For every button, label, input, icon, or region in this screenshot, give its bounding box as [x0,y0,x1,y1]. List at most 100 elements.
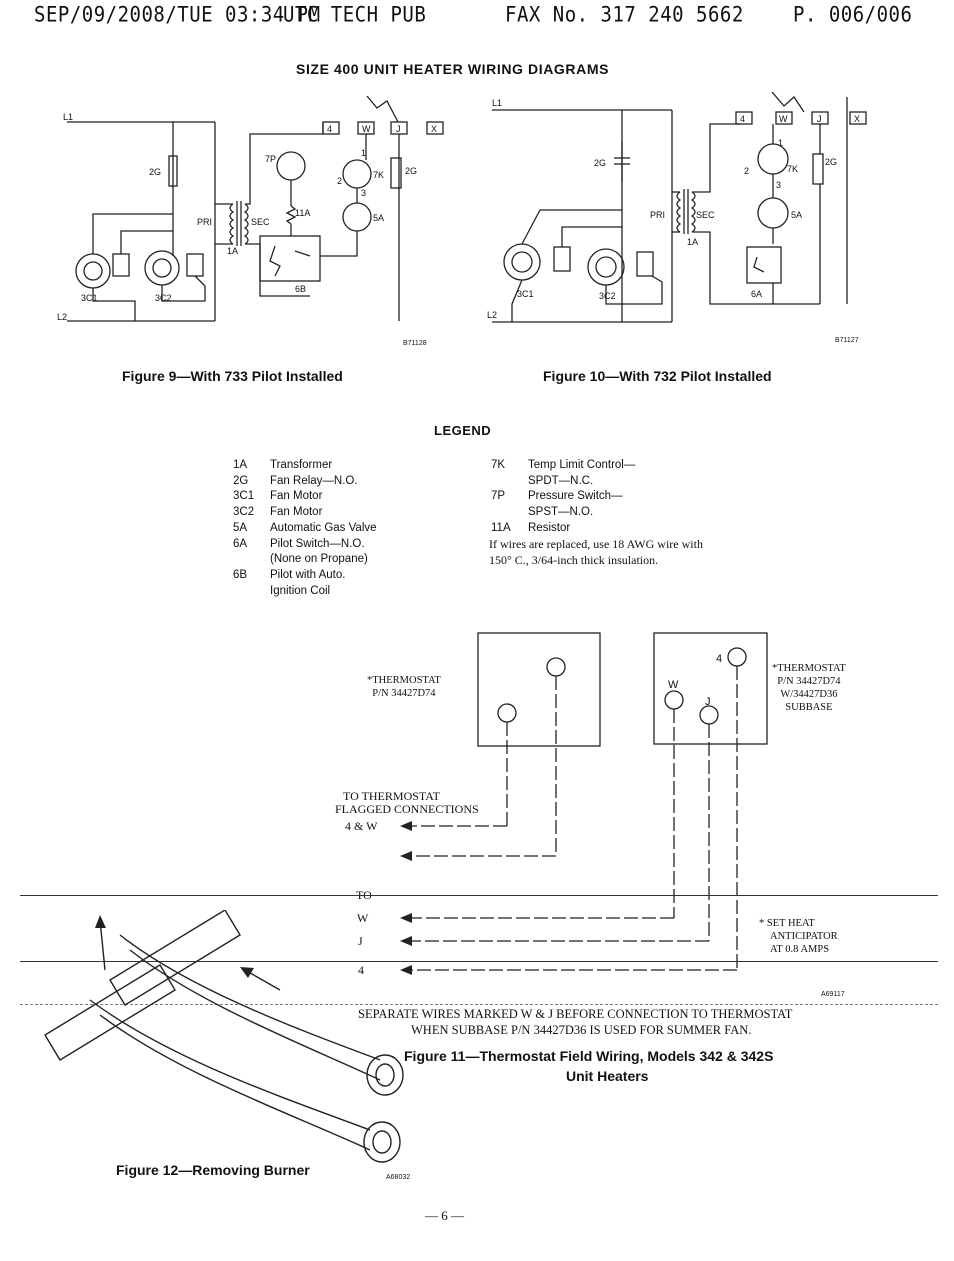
fig10-l2: L2 [487,310,497,320]
separate-wires-note-line2: WHEN SUBBASE P/N 34427D36 IS USED FOR SU… [411,1023,752,1037]
fig9-pin1: 1 [361,148,366,158]
fig9-pri: PRI [197,217,212,227]
thermostat2-label-line: *THERMOSTAT [772,663,846,674]
fax-sender: UTC TECH PUB [283,3,427,28]
thermostat2-label-line: P/N 34427D74 [777,676,841,687]
fig9-l1: L1 [63,112,73,122]
fig9-pin3: 3 [361,188,366,198]
anticipator-note-line: ANTICIPATOR [770,931,838,942]
wire-w-label: W [357,911,369,925]
fig9-sec: SEC [251,217,270,227]
legend-item: (None on Propane) [270,553,368,566]
anticipator-note-line: AT 0.8 AMPS [770,944,830,955]
fig10-pin1: 1 [778,138,783,148]
page-number: — 6 — [425,1208,464,1223]
anticipator-note: * SET HEAT ANTICIPATOR AT 0.8 AMPS [759,917,838,956]
fig12-code: A68032 [386,1174,411,1181]
fig9-l2: L2 [57,312,67,322]
legend-item: Ignition Coil [270,584,331,597]
wire-j-label: J [358,934,363,948]
fig10-pri: PRI [650,210,665,220]
fig9-2g-relay: 2G [405,166,417,176]
legend-item: SPST—N.O. [528,506,594,519]
legend-note-line: 150° C., 3/64-inch thick insulation. [489,553,659,567]
legend-note: If wires are replaced, use 18 AWG wire w… [489,536,703,568]
fig9-3c1: 3C1 [81,293,98,303]
divider [20,961,938,962]
legend-item: SPDT—N.C. [528,474,594,487]
figure12-caption: Figure 12—Removing Burner [116,1162,310,1178]
thermostat2-label-line: SUBBASE [785,702,833,713]
figure9-caption: Figure 9—With 733 Pilot Installed [122,368,343,384]
fig9-term-j: J [396,124,401,134]
fig10-6a: 6A [751,289,762,299]
fig10-pin2: 2 [744,166,749,176]
fig10-term-w: W [779,114,788,124]
fig9-7k: 7K [373,170,384,180]
fig11-terminal-4: 4 [716,653,722,665]
fig10-pin3: 3 [776,180,781,190]
fig9-term-x: X [431,124,437,134]
figure12-burner-illustration [44,910,404,1163]
fig9-2g: 2G [149,167,161,177]
flag-4w-label: 4 & W [345,819,378,833]
divider [20,895,938,896]
legend-title: LEGEND [434,423,492,438]
legend-note-line: If wires are replaced, use 18 AWG wire w… [489,537,703,551]
fig9-11a: 11A [295,208,310,218]
fax-number: FAX No. 317 240 5662 [505,3,744,28]
fig10-7k: 7K [787,164,798,174]
thermostat1-label-line: P/N 34427D74 [372,688,436,699]
fig9-term-w: W [362,124,371,134]
fig10-term-j: J [817,114,822,124]
separate-wires-note-line1: SEPARATE WIRES MARKED W & J BEFORE CONNE… [358,1007,793,1021]
fig10-5a: 5A [791,210,802,220]
fig11-terminal-j: J [705,696,711,708]
fig10-code: B71127 [835,337,859,344]
wire-4-label: 4 [358,963,364,977]
fig10-l1: L1 [492,98,502,108]
fig9-3c2: 3C2 [155,293,172,303]
thermostat2-label-line: W/34427D36 [780,689,838,700]
thermostat2-label: *THERMOSTAT P/N 34427D74 W/34427D36 SUBB… [772,662,846,714]
fig11-code: A69117 [821,991,845,998]
fig11-terminal-w: W [668,679,679,691]
fig10-3c2: 3C2 [599,291,616,301]
fig10-2g: 2G [594,158,606,168]
thermostat1-label: *THERMOSTAT P/N 34427D74 [367,674,441,700]
page-title: SIZE 400 UNIT HEATER WIRING DIAGRAMS [296,61,610,77]
figure11-caption-2: Unit Heaters [566,1068,649,1084]
fig9-7p: 7P [265,154,276,164]
figure10-diagram: L1 L2 2G 7K 5A PRI SEC 1A 6A 3C1 3C2 2G … [487,92,867,323]
fig9-1a: 1A [227,246,238,256]
figure9-diagram: L1 L2 2G 7P 7K 11A 5A PRI SEC 1A 6B 3C1 … [57,96,444,322]
fax-page: P. 006/006 [793,3,913,28]
fig10-term-x: X [854,114,860,124]
fig9-5a: 5A [373,213,384,223]
figure11-caption: Figure 11—Thermostat Field Wiring, Model… [404,1048,774,1064]
fig10-3c1: 3C1 [517,289,534,299]
divider [20,1004,938,1005]
anticipator-note-line: * SET HEAT [759,918,815,929]
to-thermostat-label: TO THERMOSTAT [343,789,440,803]
fig10-1a: 1A [687,237,698,247]
fig9-term-4: 4 [327,124,332,134]
fax-datetime: SEP/09/2008/TUE 03:34 PM [34,3,321,28]
fig10-2g-relay: 2G [825,157,837,167]
fig9-pin2: 2 [337,176,342,186]
fig10-sec: SEC [696,210,715,220]
figure11-diagram: 4 W J [400,632,768,975]
flagged-connections-label: FLAGGED CONNECTIONS [335,802,479,816]
thermostat1-label-line: *THERMOSTAT [367,675,441,686]
figure10-caption: Figure 10—With 732 Pilot Installed [543,368,772,384]
